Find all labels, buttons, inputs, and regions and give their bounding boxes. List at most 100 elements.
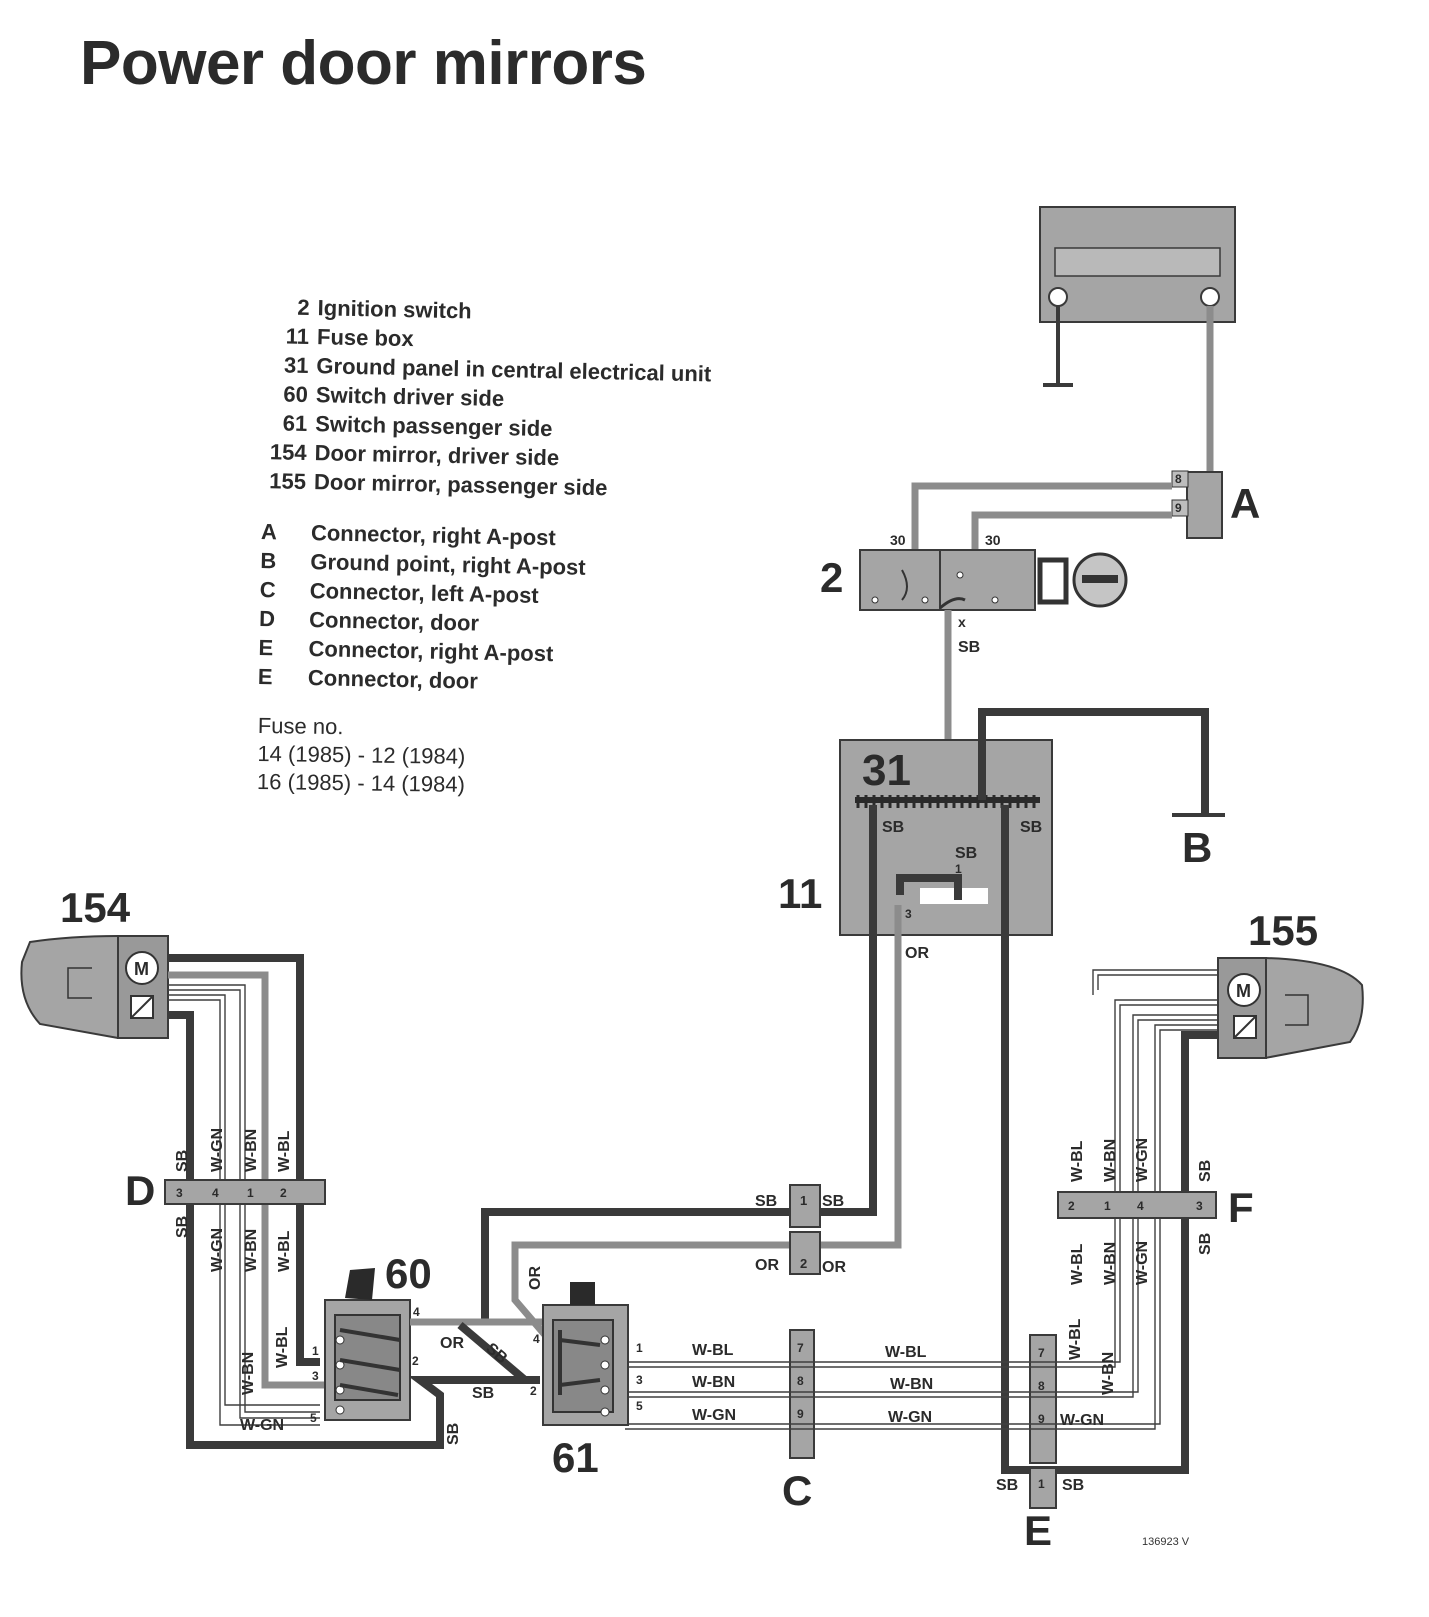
pin-60-1: 1 — [312, 1344, 319, 1358]
wire-label-w-gn: W-GN — [1060, 1412, 1104, 1429]
battery — [1039, 206, 1236, 387]
connector-e-label: E — [1024, 1507, 1052, 1554]
wire-label-or: OR — [822, 1259, 846, 1276]
connector-c — [789, 1329, 815, 1459]
wire-label-sb: SB — [996, 1477, 1018, 1494]
wire-label-w-gn: W-GN — [1134, 1241, 1151, 1285]
pin-c-9: 9 — [797, 1407, 804, 1421]
wire-label-w-bn: W-BN — [240, 1352, 257, 1395]
mirror-passenger — [1217, 957, 1364, 1059]
wire-label-sb: SB — [445, 1423, 462, 1445]
wire-label-sb: SB — [822, 1193, 844, 1210]
wire-label-sb: SB — [472, 1385, 494, 1402]
switch-driver — [324, 1268, 411, 1421]
pin-60-3: 3 — [312, 1369, 319, 1383]
wire-label-w-bl: W-BL — [276, 1130, 293, 1172]
wire-label-w-bn: W-BN — [243, 1229, 260, 1272]
switch-passenger — [542, 1282, 629, 1426]
wire-label-sb: SB — [882, 819, 904, 836]
mirror-driver-label: 154 — [60, 884, 131, 931]
pin-a-9: 9 — [1175, 501, 1182, 515]
page-title: Power door mirrors — [80, 29, 647, 98]
pin-a-8: 8 — [1175, 472, 1182, 486]
wire-label-w-bn: W-BN — [1102, 1139, 1119, 1182]
wire-label-sb: SB — [174, 1216, 191, 1238]
wire-label-sb: SB — [755, 1193, 777, 1210]
wire-label-or: OR — [905, 945, 929, 962]
pin-c-7: 7 — [797, 1341, 804, 1355]
pin-c2-2: 2 — [800, 1256, 807, 1271]
wire-label-sb: SB — [955, 845, 977, 862]
switch-passenger-label: 61 — [552, 1434, 599, 1481]
pin-61-3: 3 — [636, 1373, 643, 1387]
wire-label-w-gn: W-GN — [209, 1228, 226, 1272]
wire-label-w-bl: W-BL — [1067, 1318, 1084, 1360]
pin-61-2: 2 — [530, 1384, 537, 1398]
pin-f-4: 4 — [1137, 1199, 1144, 1213]
connector-d-label: D — [125, 1167, 155, 1214]
pin-f-3: 3 — [1196, 1199, 1203, 1213]
connector-c-label: C — [782, 1467, 812, 1514]
switch-driver-label: 60 — [385, 1250, 432, 1297]
wire-label-w-bl: W-BL — [1069, 1140, 1086, 1182]
pin-d-1: 1 — [247, 1186, 254, 1200]
pin-fuse-3: 3 — [905, 907, 912, 921]
pin-61-1: 1 — [636, 1341, 643, 1355]
pin-d-2: 2 — [280, 1186, 287, 1200]
connector-b-label: B — [1182, 824, 1212, 871]
pin-fuse-1: 1 — [955, 862, 962, 876]
pin-c1-1: 1 — [800, 1193, 807, 1208]
pin-d-3: 3 — [176, 1186, 183, 1200]
wire-label-w-gn: W-GN — [209, 1128, 226, 1172]
wire-label-w-bn: W-BN — [692, 1374, 735, 1391]
pin-61-5: 5 — [636, 1399, 643, 1413]
mirror-driver — [20, 935, 169, 1039]
connector-e — [1029, 1334, 1057, 1464]
reference-code: 136923 V — [1142, 1536, 1190, 1548]
wire-label-sb: SB — [1197, 1160, 1214, 1182]
wire-label-w-bl: W-BL — [274, 1326, 291, 1368]
wire-label-w-bn: W-BN — [243, 1129, 260, 1172]
wire-label-sb: SB — [174, 1150, 191, 1172]
wire-label-sb: SB — [958, 639, 980, 656]
wire-label-w-bn: W-BN — [890, 1376, 933, 1393]
wire-label-w-gn: W-GN — [240, 1417, 284, 1434]
wire-label-or: OR — [755, 1257, 779, 1274]
mirror-passenger-label: 155 — [1248, 907, 1318, 954]
pin-ign-x: x — [958, 614, 966, 630]
motor-symbol: M — [1236, 981, 1251, 1001]
pin-60-2: 2 — [412, 1354, 419, 1368]
wire-label-w-gn: W-GN — [692, 1407, 736, 1424]
connector-a — [1186, 471, 1223, 539]
pin-ign-30a: 30 — [890, 532, 906, 548]
wire-label-or: OR — [527, 1266, 544, 1290]
pin-d-4: 4 — [212, 1186, 219, 1200]
pin-e-7: 7 — [1038, 1346, 1045, 1360]
wire-label-or: OR — [440, 1335, 464, 1352]
connector-a-label: A — [1230, 480, 1260, 527]
wire-label-w-bl: W-BL — [1069, 1243, 1086, 1285]
wire-label-sb: SB — [1062, 1477, 1084, 1494]
connector-c2 — [789, 1231, 821, 1275]
connector-e1 — [1029, 1467, 1057, 1509]
pin-61-4: 4 — [533, 1332, 540, 1346]
ignition-switch — [859, 549, 1128, 611]
wire-label-w-bl: W-BL — [276, 1230, 293, 1272]
pin-ign-30b: 30 — [985, 532, 1001, 548]
connector-f — [1057, 1191, 1217, 1219]
ground-panel-label: 31 — [862, 746, 911, 795]
pin-e-1: 1 — [1038, 1477, 1045, 1491]
pin-e-8: 8 — [1038, 1379, 1045, 1393]
pin-60-5: 5 — [310, 1411, 317, 1425]
wire-label-sb: SB — [1197, 1233, 1214, 1255]
wire-label-w-bn: W-BN — [1100, 1352, 1117, 1395]
wire-label-w-gn: W-GN — [888, 1409, 932, 1426]
fusebox-label: 11 — [778, 870, 822, 917]
pin-60-4: 4 — [413, 1305, 420, 1319]
ignition-label: 2 — [820, 554, 843, 601]
motor-symbol: M — [134, 959, 149, 979]
connector-f-label: F — [1228, 1184, 1254, 1231]
pin-f-1: 1 — [1104, 1199, 1111, 1213]
wire-label-w-bn: W-BN — [1102, 1242, 1119, 1285]
